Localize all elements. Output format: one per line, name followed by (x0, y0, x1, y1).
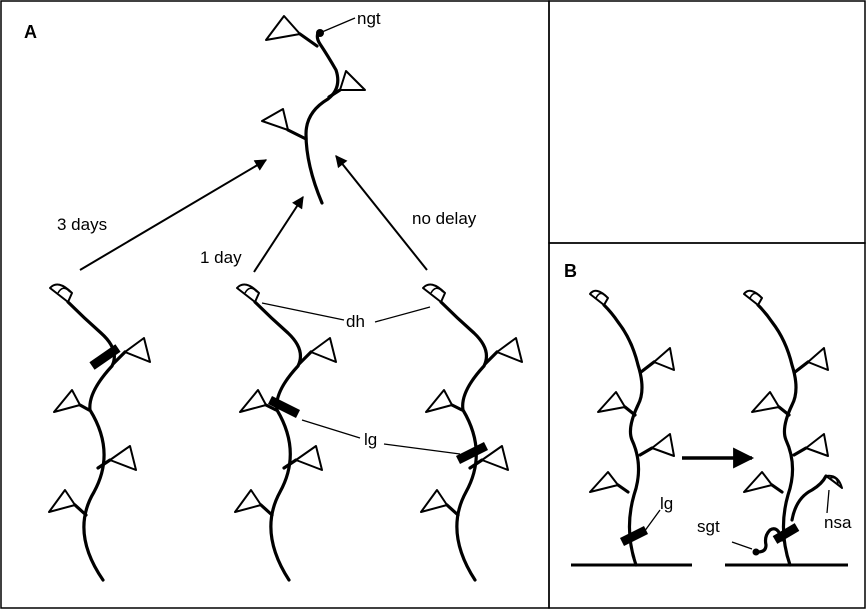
plant-b-left (589, 289, 675, 567)
ngt-tip (316, 29, 324, 37)
lg-label-a: lg (364, 430, 377, 449)
plant-b-right (743, 289, 843, 567)
plant-a-right (420, 283, 523, 582)
arrow-3-days-label: 3 days (57, 215, 107, 234)
arrow-no-delay (335, 155, 428, 271)
plant-a-left (48, 283, 151, 582)
sgt-label: sgt (697, 517, 720, 536)
panel-a-label: A (24, 22, 37, 42)
arrow-3-days (79, 159, 268, 271)
panel-b-label: B (564, 261, 577, 281)
leaf (339, 70, 366, 91)
panel-empty-frame (548, 0, 866, 244)
panel-b-frame (548, 242, 866, 609)
arrow-1-day (253, 195, 304, 273)
dh-label: dh (346, 312, 365, 331)
leaf (265, 15, 301, 41)
plant-a-middle (234, 283, 337, 582)
leaf (261, 108, 289, 131)
regenerated-plant (261, 15, 366, 205)
lg-label-b: lg (660, 494, 673, 513)
arrow-1-day-label: 1 day (200, 248, 242, 267)
arrow-no-delay-label: no delay (412, 209, 477, 228)
ngt-label: ngt (357, 9, 381, 28)
nsa-label: nsa (824, 513, 852, 532)
